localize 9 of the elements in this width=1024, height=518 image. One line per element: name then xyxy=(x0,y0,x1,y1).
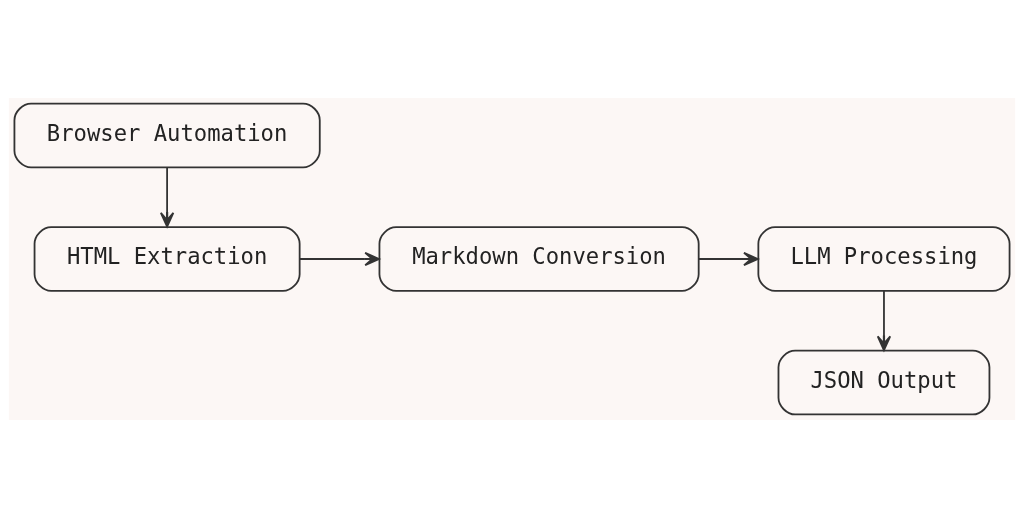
arrow xyxy=(698,251,759,267)
arrow xyxy=(876,290,892,352)
node-box: HTML Extraction xyxy=(33,226,301,292)
arrow xyxy=(298,251,380,267)
node-box: Browser Automation xyxy=(13,102,321,169)
node-box: Markdown Conversion xyxy=(378,226,700,292)
node-box: LLM Processing xyxy=(757,226,1011,292)
arrow xyxy=(159,166,175,228)
node-box: JSON Output xyxy=(777,349,991,416)
